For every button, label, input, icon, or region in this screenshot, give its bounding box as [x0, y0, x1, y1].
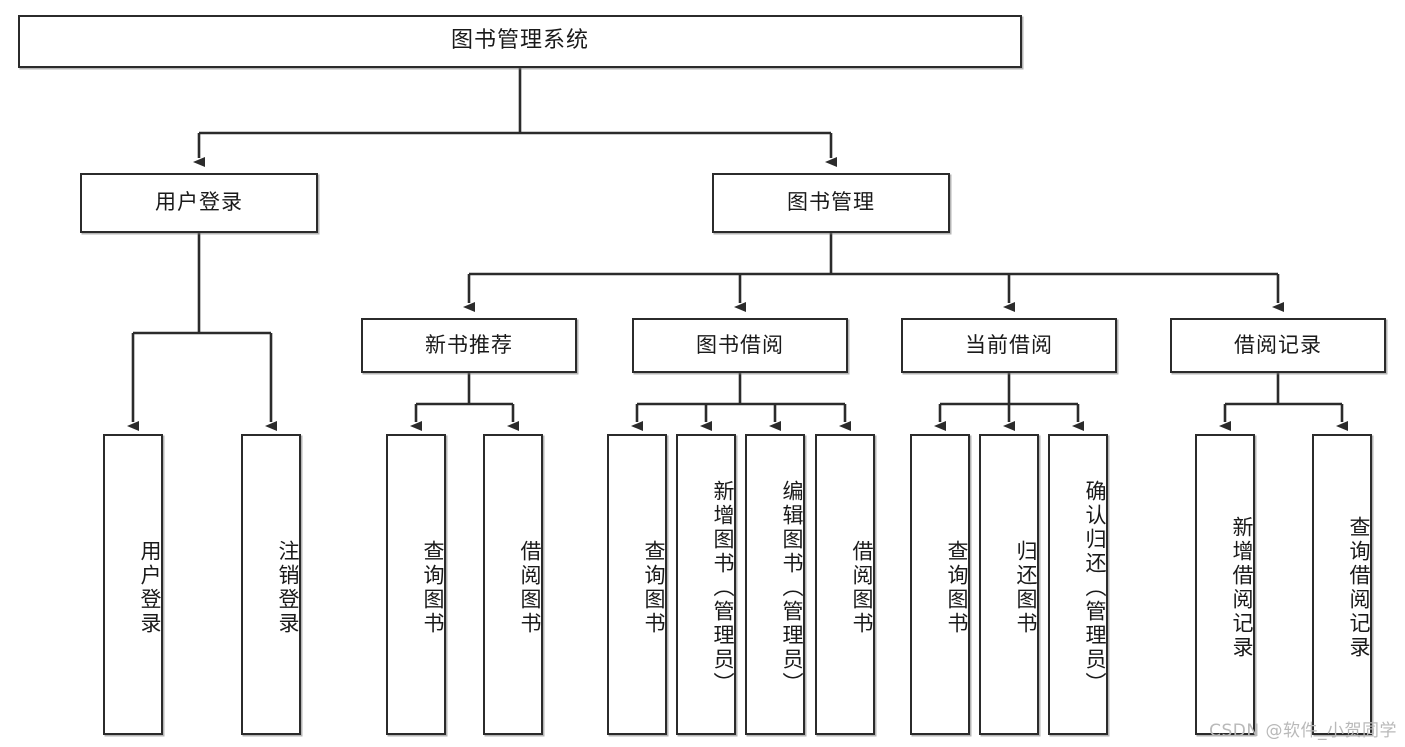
node-leaf-edit-book-label: 编辑图书（管理员）: [780, 479, 804, 696]
node-leaf-add-record[interactable]: 新增借阅记录: [1195, 434, 1255, 735]
watermark: CSDN @软件_小贺同学: [1209, 721, 1397, 741]
node-leaf-logout-login-label: 注销登录: [276, 539, 300, 636]
node-borrow-record-label: 借阅记录: [1234, 332, 1322, 357]
node-root[interactable]: 图书管理系统: [18, 15, 1022, 68]
node-leaf-query-book-2[interactable]: 查询图书: [607, 434, 667, 735]
node-current-borrow-label: 当前借阅: [965, 332, 1053, 357]
node-new-book-recommend[interactable]: 新书推荐: [361, 318, 577, 373]
node-book-borrow[interactable]: 图书借阅: [632, 318, 848, 373]
node-leaf-logout-login[interactable]: 注销登录: [241, 434, 301, 735]
node-borrow-record[interactable]: 借阅记录: [1170, 318, 1386, 373]
node-leaf-return-book-label: 归还图书: [1014, 539, 1038, 636]
node-new-book-recommend-label: 新书推荐: [425, 332, 513, 357]
node-leaf-query-book-2-label: 查询图书: [642, 539, 666, 636]
node-leaf-query-book-3-label: 查询图书: [945, 539, 969, 636]
node-current-borrow[interactable]: 当前借阅: [901, 318, 1117, 373]
node-leaf-confirm-return[interactable]: 确认归还（管理员）: [1048, 434, 1108, 735]
node-book-management[interactable]: 图书管理: [712, 173, 950, 233]
node-leaf-add-book[interactable]: 新增图书（管理员）: [676, 434, 736, 735]
node-leaf-return-book[interactable]: 归还图书: [979, 434, 1039, 735]
node-user-login[interactable]: 用户登录: [80, 173, 318, 233]
node-user-login-label: 用户登录: [155, 190, 243, 215]
node-leaf-borrow-book-1[interactable]: 借阅图书: [483, 434, 543, 735]
node-leaf-query-record[interactable]: 查询借阅记录: [1312, 434, 1372, 735]
node-leaf-query-record-label: 查询借阅记录: [1347, 515, 1371, 660]
node-root-label: 图书管理系统: [450, 28, 589, 54]
node-leaf-borrow-book-1-label: 借阅图书: [518, 539, 542, 636]
node-leaf-user-login[interactable]: 用户登录: [103, 434, 163, 735]
node-leaf-borrow-book-2[interactable]: 借阅图书: [815, 434, 875, 735]
node-leaf-query-book-1-label: 查询图书: [421, 539, 445, 636]
node-leaf-borrow-book-2-label: 借阅图书: [850, 539, 874, 636]
node-leaf-confirm-return-label: 确认归还（管理员）: [1083, 479, 1107, 696]
node-leaf-edit-book[interactable]: 编辑图书（管理员）: [745, 434, 805, 735]
node-leaf-query-book-3[interactable]: 查询图书: [910, 434, 970, 735]
node-leaf-user-login-label: 用户登录: [138, 539, 162, 636]
node-leaf-add-record-label: 新增借阅记录: [1230, 515, 1254, 660]
node-leaf-query-book-1[interactable]: 查询图书: [386, 434, 446, 735]
node-book-borrow-label: 图书借阅: [696, 332, 784, 357]
node-leaf-add-book-label: 新增图书（管理员）: [711, 479, 735, 696]
node-book-management-label: 图书管理: [787, 190, 875, 215]
